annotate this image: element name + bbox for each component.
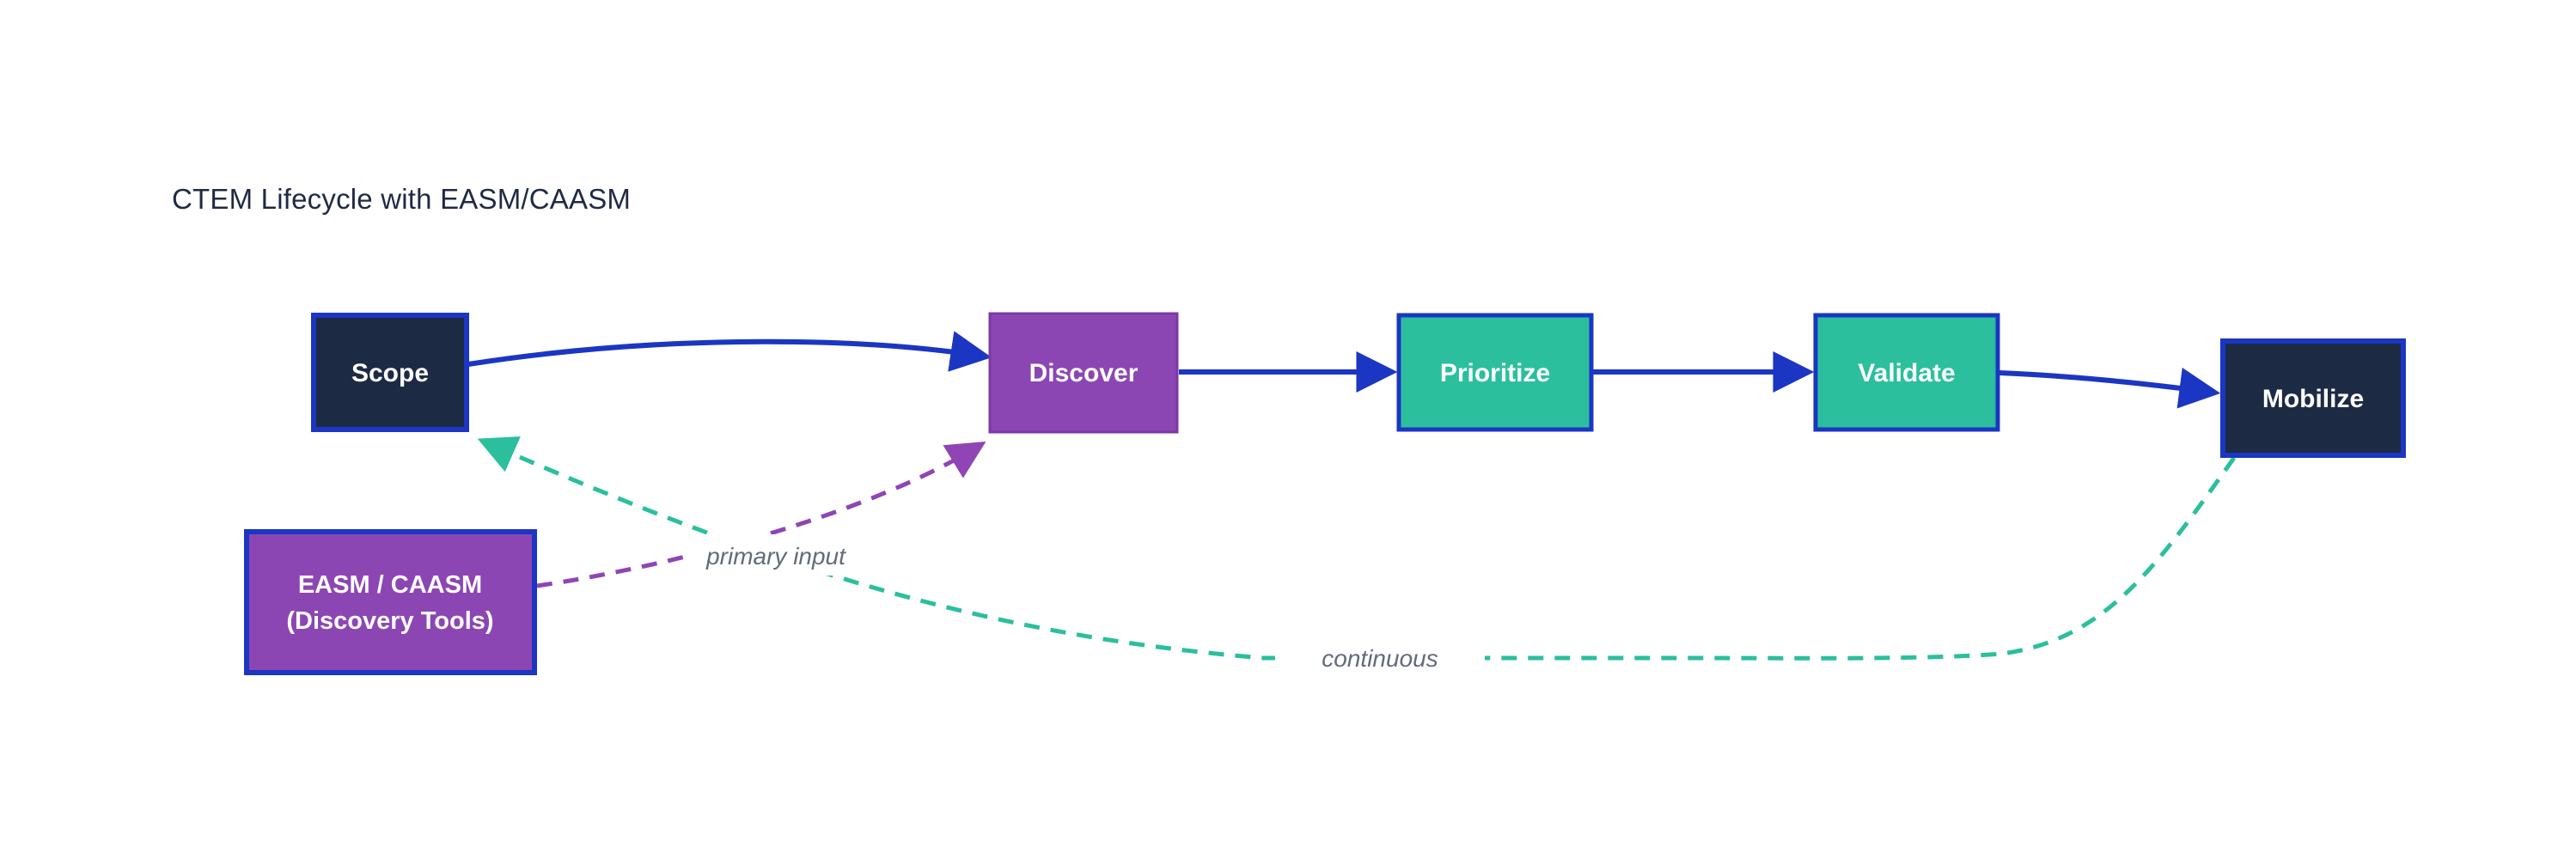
node-easm-label-line1: EASM / CAASM	[298, 571, 482, 599]
primary-input-label-bg	[693, 534, 863, 576]
node-scope: Scope	[311, 313, 469, 432]
node-discover-label: Discover	[1029, 359, 1138, 387]
node-mobilize-label: Mobilize	[2262, 385, 2364, 413]
node-prioritize-label: Prioritize	[1440, 359, 1550, 387]
edge-label-primary-input: primary input	[705, 543, 846, 570]
edge-scope-to-discover	[467, 331, 992, 372]
edge-validate-to-mobilize	[1999, 367, 2221, 409]
node-scope-label: Scope	[351, 359, 429, 387]
node-mobilize: Mobilize	[2220, 338, 2406, 458]
node-discover: Discover	[988, 312, 1179, 434]
node-prioritize: Prioritize	[1396, 313, 1594, 432]
page-title: CTEM Lifecycle with EASM/CAASM	[172, 183, 631, 215]
edge-label-continuous: continuous	[1322, 645, 1438, 672]
node-easm-label-line2: (Discovery Tools)	[286, 607, 493, 635]
edge-easm-to-discover	[536, 441, 986, 588]
node-validate-label: Validate	[1858, 359, 1955, 387]
node-easm-caasm: EASM / CAASM (Discovery Tools)	[244, 529, 537, 675]
continuous-label-bg	[1275, 636, 1485, 679]
node-validate: Validate	[1813, 313, 2000, 432]
